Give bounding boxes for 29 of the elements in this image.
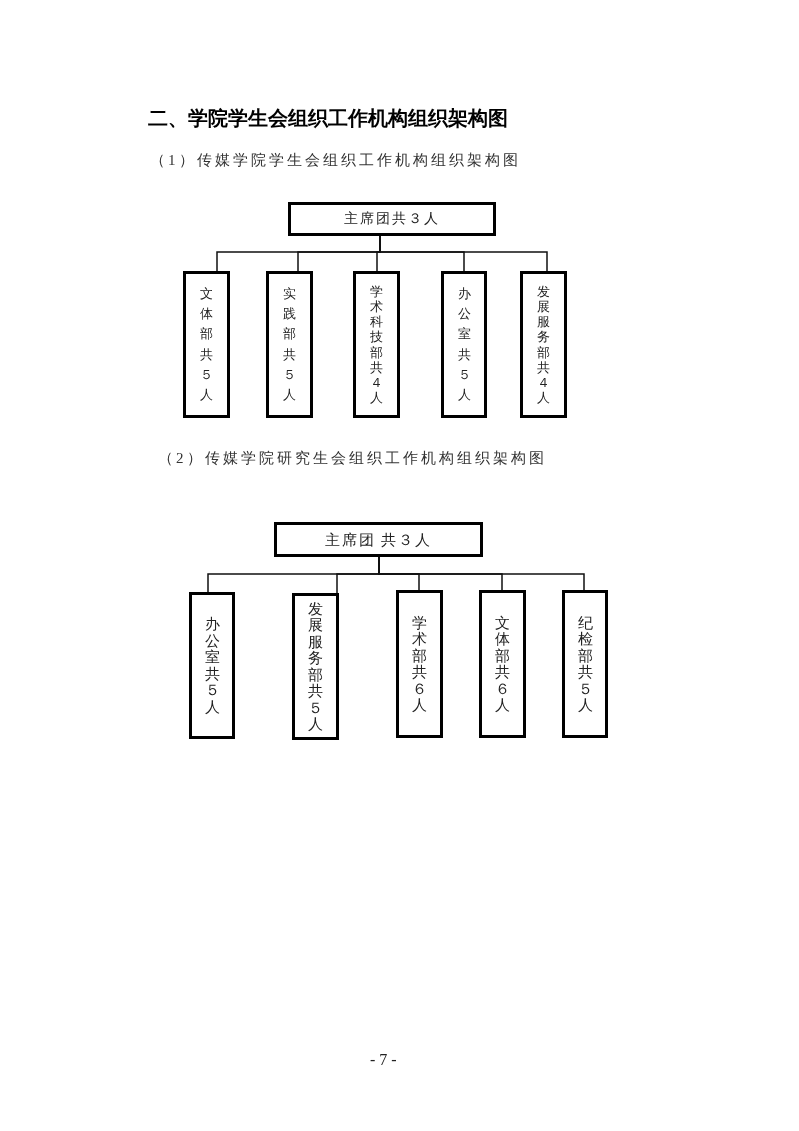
box-label: 学术部共６人 [412,614,427,714]
org-box [292,593,339,740]
heading: 二、学院学生会组织工作机构组织架构图 [148,105,508,132]
box-label: 主席团共３人 [344,210,440,228]
subheading: （1）传媒学院学生会组织工作机构组织架构图 [150,151,521,170]
subheading: （2）传媒学院研究生会组织工作机构组织架构图 [158,449,547,468]
org-box [288,202,496,236]
org-box [353,271,400,418]
box-label: 发展服务部共５人 [308,600,323,733]
org-box [479,590,526,738]
org-box [266,271,313,418]
page-number: - 7 - [370,1050,397,1070]
box-label: 学术科技部共４人 [370,284,383,405]
org-box [396,590,443,738]
box-label: 文体部共６人 [495,614,510,714]
box-label: 纪检部共５人 [577,614,593,714]
box-label: 主席团 共３人 [324,530,433,550]
connector-line [379,235,548,272]
org-box [520,271,567,418]
box-label: 发展服务部共４人 [537,284,550,405]
org-box [189,592,235,739]
org-box [441,271,487,418]
org-box [274,522,483,557]
box-label: 实践部共５人 [283,285,296,404]
box-label: 办公室共５人 [204,616,220,715]
org-box [562,590,608,738]
box-label: 文体部共５人 [200,285,213,404]
box-label: 办公室共５人 [457,285,471,404]
org-box [183,271,230,418]
